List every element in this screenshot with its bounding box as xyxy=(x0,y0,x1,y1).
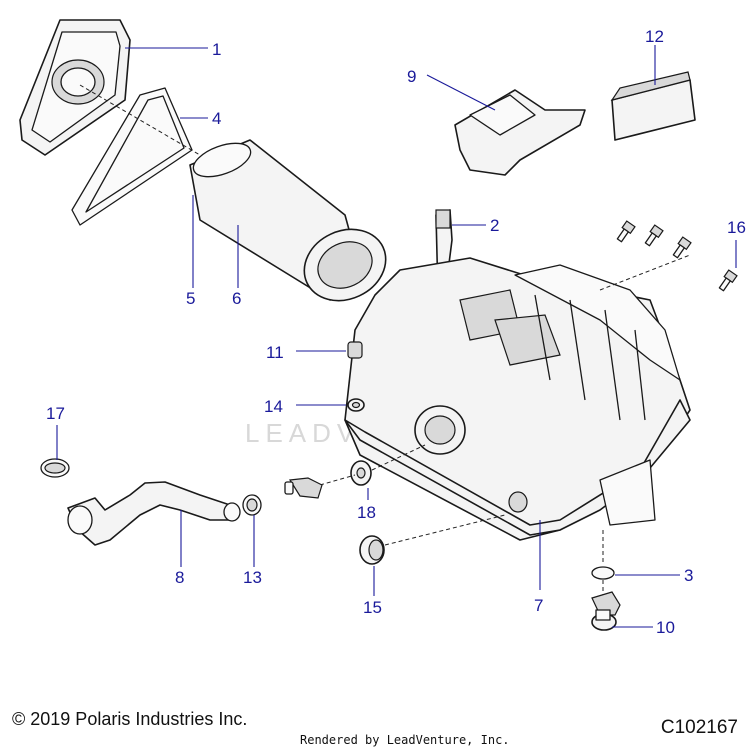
part-17-clamp xyxy=(40,458,70,478)
callout-1: 1 xyxy=(212,40,221,59)
callout-12: 12 xyxy=(645,27,664,46)
part-18-grommet xyxy=(350,460,372,486)
leader-9 xyxy=(426,74,496,111)
part-15-plug xyxy=(359,535,385,565)
alignment-line-18 xyxy=(319,444,426,486)
part-16-screws xyxy=(616,220,738,292)
callout-5: 5 xyxy=(186,289,195,308)
part-1-airbox-cover xyxy=(19,19,131,156)
callout-18: 18 xyxy=(357,503,376,522)
part-10-drain-valve xyxy=(591,591,621,631)
callout-10: 10 xyxy=(656,618,675,637)
alignment-line-15 xyxy=(384,514,506,546)
alignment-line-16 xyxy=(599,254,691,291)
part-7-airbox-housing xyxy=(344,257,691,541)
callout-8: 8 xyxy=(175,568,184,587)
callout-4: 4 xyxy=(212,109,221,128)
callout-16: 16 xyxy=(727,218,746,237)
callout-15: 15 xyxy=(363,598,382,617)
copyright-text: © 2019 Polaris Industries Inc. xyxy=(12,709,248,729)
drain-valve xyxy=(284,477,323,499)
callout-11: 11 xyxy=(266,343,284,362)
callout-6: 6 xyxy=(232,289,241,308)
part-6-air-filter xyxy=(189,139,387,302)
callout-14: 14 xyxy=(264,397,283,416)
part-3-o-ring xyxy=(591,566,615,580)
part-12-edge-trim xyxy=(610,71,696,141)
part-8-hose xyxy=(67,481,241,546)
callout-3: 3 xyxy=(684,566,693,585)
alignment-line-1 xyxy=(79,84,201,156)
part-11-clip xyxy=(347,341,363,359)
part-4-seal xyxy=(71,87,193,226)
callout-17: 17 xyxy=(46,404,65,423)
diagram-code: C102167 xyxy=(660,717,738,738)
part-14-grommet xyxy=(347,398,365,412)
callout-9: 9 xyxy=(407,67,416,86)
part-9-bracket xyxy=(454,89,586,176)
callout-2: 2 xyxy=(490,216,499,235)
callout-7: 7 xyxy=(534,596,543,615)
callout-13: 13 xyxy=(243,568,262,587)
part-13-clamp xyxy=(242,494,262,516)
rendered-by-text: Rendered by LeadVenture, Inc. xyxy=(300,733,510,747)
